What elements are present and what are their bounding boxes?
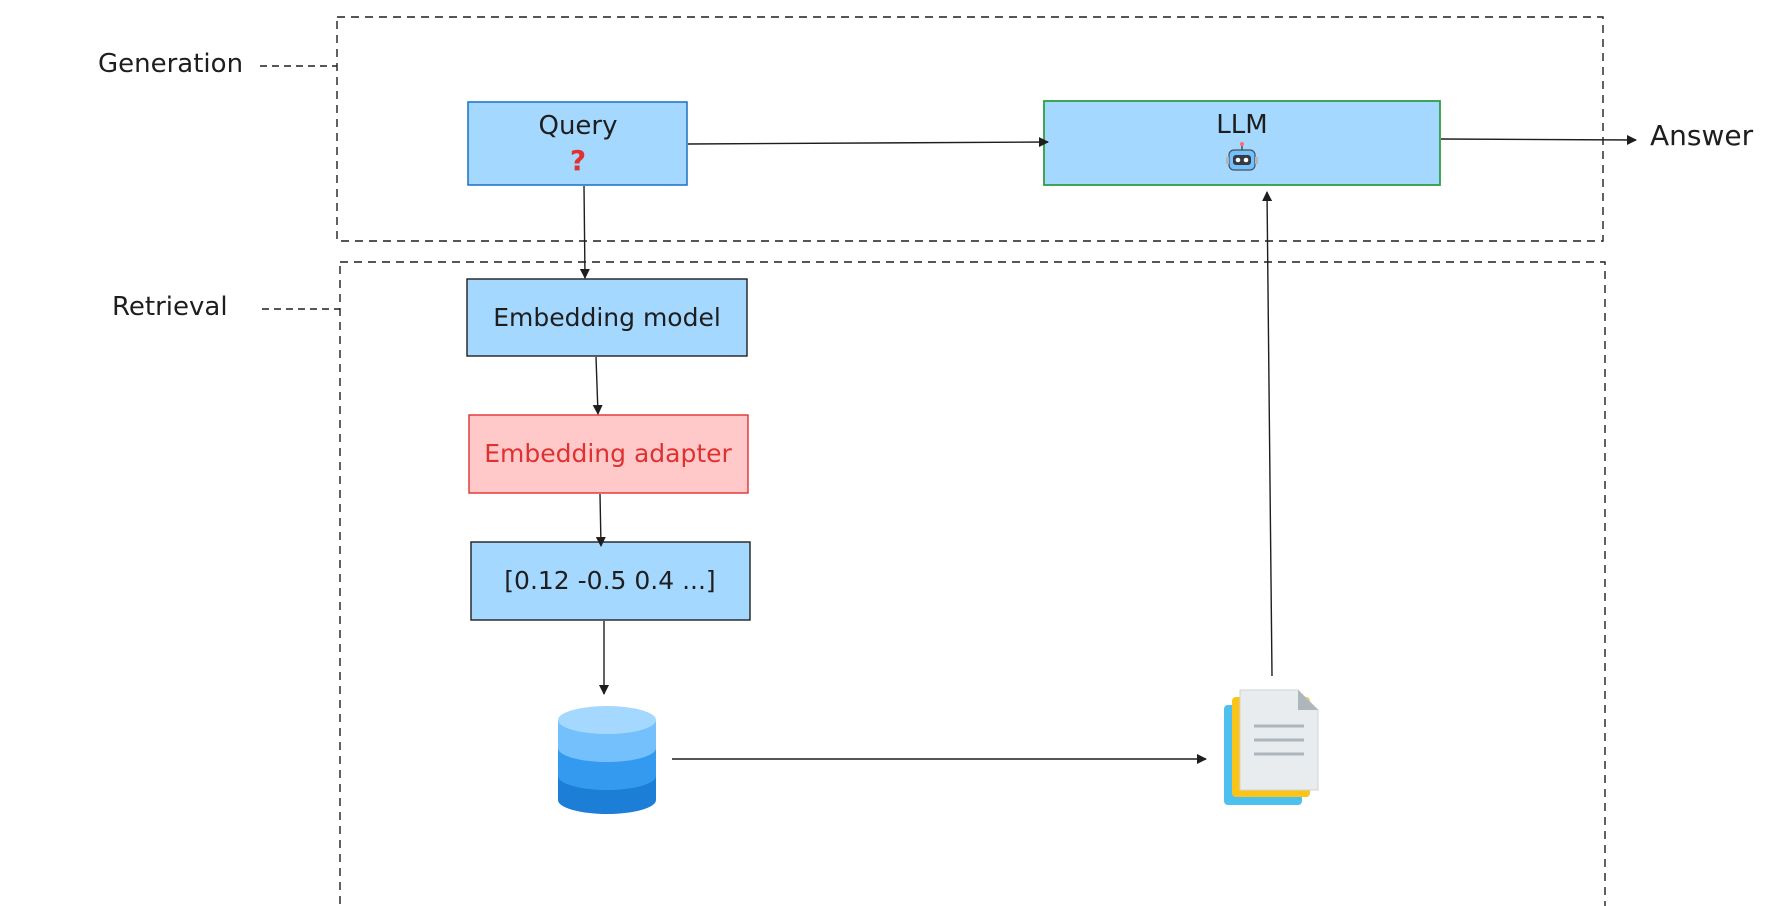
vector-label: [0.12 -0.5 0.4 ...] bbox=[504, 566, 715, 595]
llm-to-answer-arrow bbox=[1440, 134, 1637, 145]
embedding-model-label: Embedding model bbox=[493, 303, 721, 332]
documents-icon bbox=[1224, 689, 1319, 805]
answer-label: Answer bbox=[1650, 119, 1754, 152]
llm-label: LLM bbox=[1216, 110, 1267, 140]
question-mark-icon: ? bbox=[570, 144, 586, 177]
llm-node: LLM bbox=[1043, 100, 1441, 186]
embedding-model-to-adapter-arrow bbox=[592, 356, 603, 415]
embedding-adapter-node: Embedding adapter bbox=[468, 414, 749, 494]
robot-icon bbox=[1226, 142, 1258, 171]
adapter-to-vector-arrow bbox=[595, 493, 606, 547]
query-to-llm-arrow bbox=[687, 137, 1049, 148]
documents-to-llm-arrow bbox=[1262, 191, 1273, 677]
query-to-embedding-model-arrow bbox=[579, 185, 590, 279]
vector-node: [0.12 -0.5 0.4 ...] bbox=[470, 541, 751, 621]
retrieval-label: Retrieval bbox=[112, 292, 228, 322]
embedding-model-node: Embedding model bbox=[466, 278, 748, 357]
database-icon bbox=[558, 706, 656, 814]
embedding-adapter-label: Embedding adapter bbox=[484, 439, 732, 468]
generation-group-frame bbox=[336, 16, 1604, 242]
generation-label: Generation bbox=[98, 49, 243, 79]
query-node: Query ? bbox=[467, 101, 688, 186]
query-label: Query bbox=[538, 111, 617, 141]
retrieval-group-frame bbox=[339, 261, 1606, 906]
